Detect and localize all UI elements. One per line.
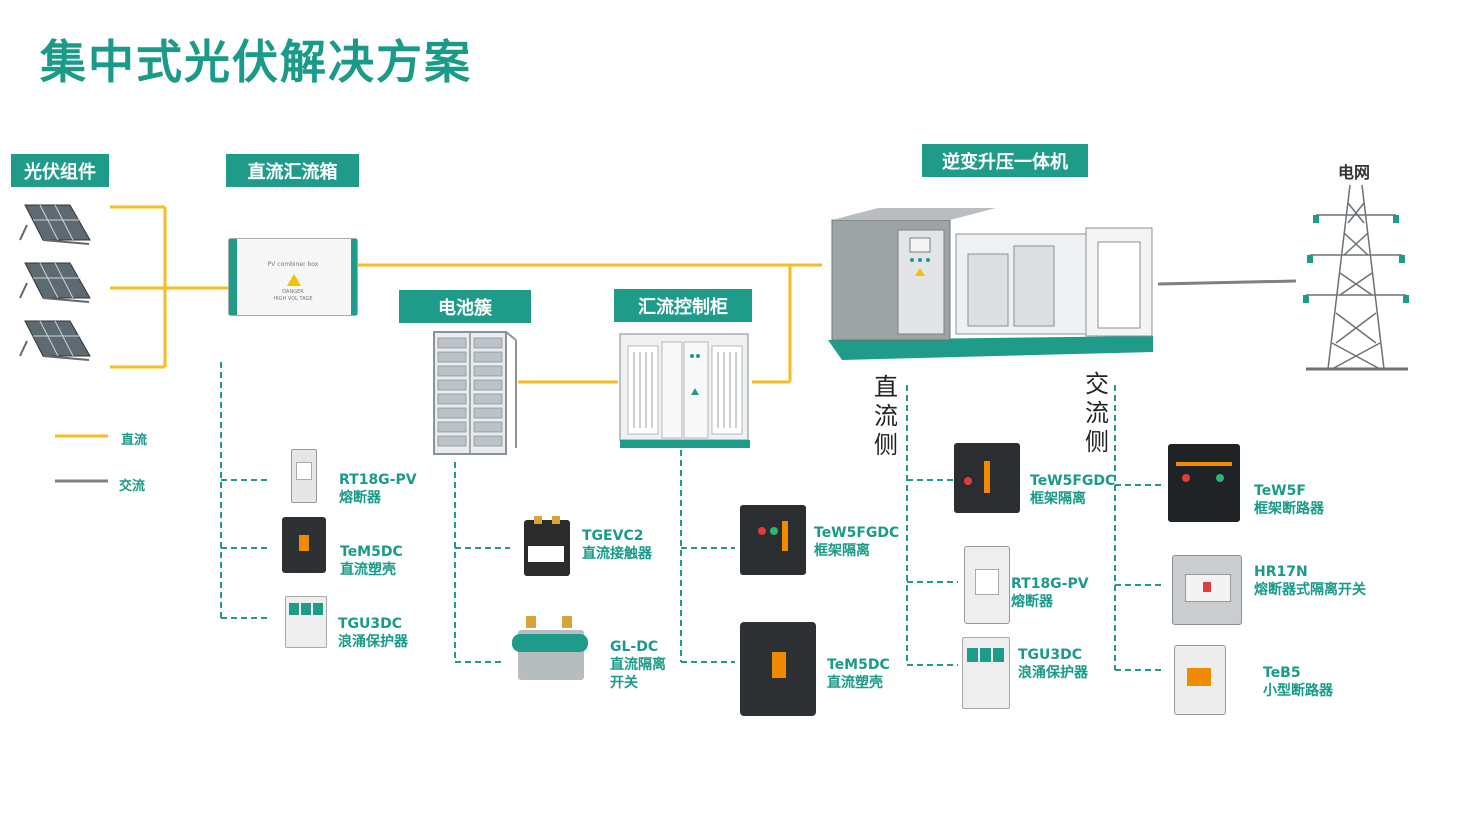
- product-model: TeM5DC: [827, 657, 890, 673]
- solar-panel-3: [19, 320, 91, 361]
- battery-rack-image: [433, 331, 517, 455]
- fuse-switch-disconnector-icon: [1172, 555, 1242, 625]
- product-desc-2: 开关: [610, 675, 638, 691]
- legend-ac-label: 交流: [119, 479, 146, 494]
- control-cabinet-image: [619, 333, 750, 448]
- product-model: TeB5: [1263, 665, 1301, 681]
- combiner-box-stripe-right: [351, 239, 357, 315]
- product-desc: 直流塑壳: [827, 675, 883, 691]
- stage-tag-inverter: 逆变升压一体机: [922, 144, 1088, 177]
- product-label-hr17n: HR17N 熔断器式隔离开关: [1254, 563, 1366, 599]
- product-model: TeM5DC: [340, 544, 403, 560]
- product-label-tem5dc-1: TeM5DC 直流塑壳: [340, 543, 403, 579]
- product-label-tgevc2: TGEVC2 直流接触器: [582, 527, 652, 563]
- dc-isolator-icon: [510, 612, 590, 696]
- product-model: GL-DC: [610, 639, 659, 655]
- product-desc: 框架断路器: [1254, 501, 1324, 517]
- mccb-large-icon: [740, 622, 816, 716]
- mcb-icon: [1174, 645, 1226, 715]
- product-desc: 浪涌保护器: [338, 634, 408, 650]
- product-desc: 直流隔离: [610, 657, 666, 673]
- product-model: TeW5F: [1254, 483, 1306, 499]
- product-desc: 熔断器式隔离开关: [1254, 582, 1366, 598]
- stage-label-grid: 电网: [1338, 163, 1371, 182]
- acb-icon: [1168, 444, 1240, 522]
- product-desc: 熔断器: [339, 490, 381, 506]
- inverter-station-image: [828, 208, 1153, 360]
- product-model: RT18G-PV: [339, 472, 417, 488]
- product-desc: 熔断器: [1011, 594, 1053, 610]
- product-label-gldc: GL-DC 直流隔离 开关: [610, 638, 666, 692]
- product-model: TGU3DC: [338, 616, 403, 632]
- product-model: RT18G-PV: [1011, 576, 1089, 592]
- product-label-tgu3dc-2: TGU3DC 浪涌保护器: [1018, 646, 1088, 682]
- dc-contactor-icon: [524, 516, 570, 576]
- product-desc: 直流接触器: [582, 546, 652, 562]
- product-desc: 浪涌保护器: [1018, 665, 1088, 681]
- product-desc: 小型断路器: [1263, 683, 1333, 699]
- fuse-holder-icon: [291, 449, 317, 503]
- surge-protector-icon: [285, 596, 327, 648]
- product-label-tem5dc-2: TeM5DC 直流塑壳: [827, 656, 890, 692]
- product-model: HR17N: [1254, 564, 1308, 580]
- mccb-icon: [282, 517, 326, 573]
- branch-lines: [220, 362, 1165, 671]
- warning-icon: [287, 274, 301, 286]
- solar-panel-2: [19, 262, 91, 303]
- acb-isolator-icon-2: [954, 443, 1020, 513]
- product-label-rt18g-2: RT18G-PV 熔断器: [1011, 575, 1089, 611]
- stage-tag-control: 汇流控制柜: [614, 289, 752, 322]
- product-label-teb5: TeB5 小型断路器: [1263, 664, 1333, 700]
- stage-tag-combiner: 直流汇流箱: [226, 154, 359, 187]
- product-desc: 直流塑壳: [340, 562, 396, 578]
- stage-tag-pv: 光伏组件: [11, 154, 109, 187]
- product-model: TeW5FGDC: [814, 525, 900, 541]
- product-label-rt18g-1: RT18G-PV 熔断器: [339, 471, 417, 507]
- dc-lines: [55, 205, 822, 438]
- transmission-tower-image: [1303, 184, 1409, 371]
- fuse-holder-icon-2: [964, 546, 1010, 624]
- combiner-box-stripe: [229, 239, 237, 315]
- stage-tag-battery: 电池簇: [399, 290, 531, 323]
- product-label-tgu3dc-1: TGU3DC 浪涌保护器: [338, 615, 408, 651]
- product-label-tew5f: TeW5F 框架断路器: [1254, 482, 1324, 518]
- dc-side-label: 直流侧: [874, 373, 898, 459]
- surge-protector-icon-2: [962, 637, 1010, 709]
- page-title: 集中式光伏解决方案: [40, 35, 472, 89]
- acb-isolator-icon: [740, 505, 806, 575]
- product-label-tew5fgdc-1: TeW5FGDC 框架隔离: [814, 524, 899, 560]
- combiner-box-voltage: HIGH VOL TAGE: [273, 296, 313, 302]
- product-label-tew5fgdc-2: TeW5FGDC 框架隔离: [1030, 472, 1115, 508]
- product-desc: 框架隔离: [1030, 491, 1086, 507]
- solar-panel-1: [19, 204, 91, 245]
- product-model: TGEVC2: [582, 528, 644, 544]
- ac-lines: [55, 279, 1297, 483]
- ac-side-label: 交流侧: [1085, 370, 1109, 456]
- combiner-box-image: PV combiner box DANGER HIGH VOL TAGE: [228, 238, 358, 316]
- product-model: TeW5FGDC: [1030, 473, 1116, 489]
- product-model: TGU3DC: [1018, 647, 1083, 663]
- combiner-box-danger: DANGER: [282, 289, 304, 295]
- combiner-box-label: PV combiner box: [267, 261, 319, 268]
- legend-dc-label: 直流: [121, 433, 148, 448]
- product-desc: 框架隔离: [814, 543, 870, 559]
- solar-panels-image: [19, 204, 91, 361]
